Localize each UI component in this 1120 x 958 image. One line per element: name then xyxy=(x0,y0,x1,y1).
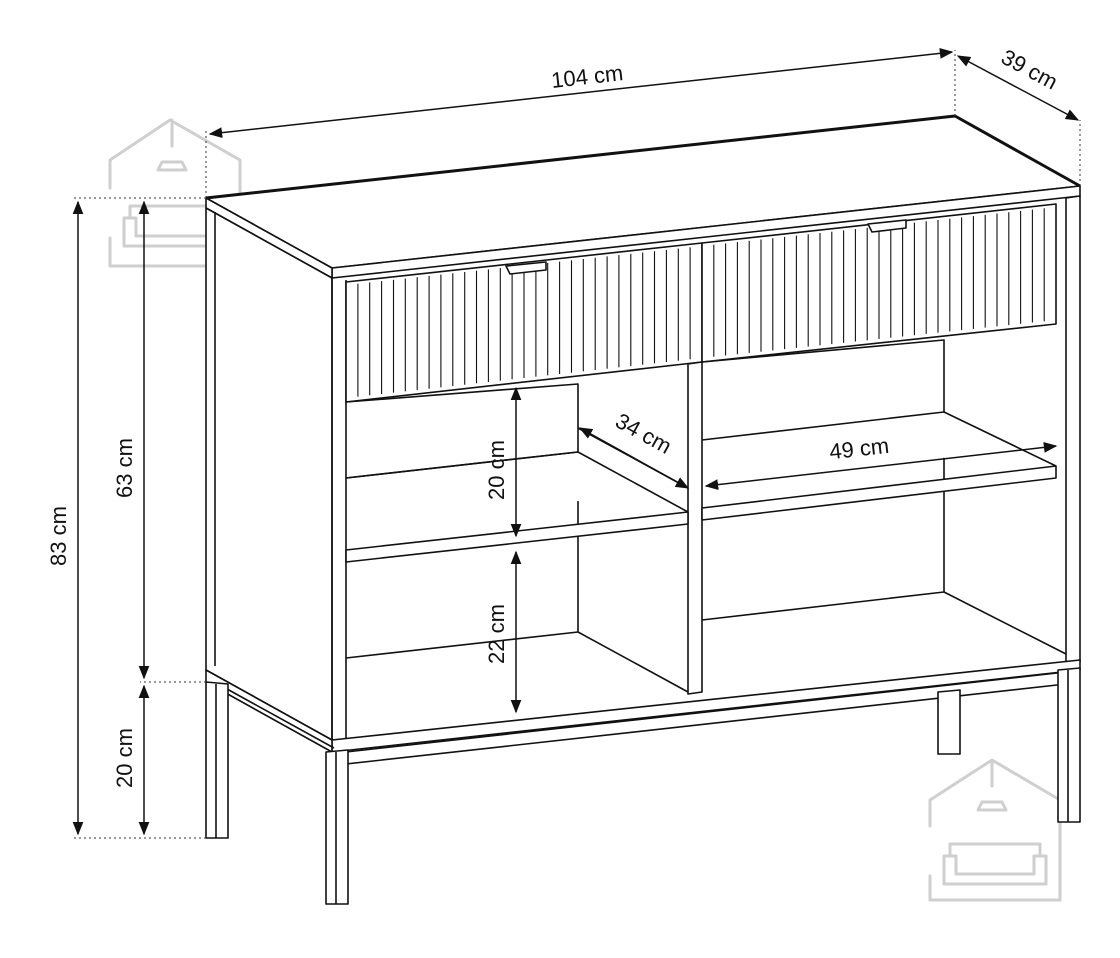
extension-lines xyxy=(74,50,1081,839)
right-side-panel xyxy=(1065,195,1081,665)
leg-back-left xyxy=(205,681,229,839)
lower-shelf-label: 22 cm xyxy=(484,604,509,664)
shelf-width-dim-line xyxy=(704,442,1058,490)
shelf-width-label: 49 cm xyxy=(828,433,890,464)
drawer-right-ribs xyxy=(713,208,1045,357)
handle-left xyxy=(505,261,547,275)
left-side-panel xyxy=(205,207,333,741)
center-divider xyxy=(687,361,703,695)
width-label: 104 cm xyxy=(550,60,624,93)
depth-dim-line xyxy=(956,55,1080,121)
leg-front-right xyxy=(1057,667,1081,823)
upper-shelf-label: 20 cm xyxy=(484,440,509,500)
total-height-label: 83 cm xyxy=(46,506,71,566)
width-dim-line xyxy=(208,47,954,139)
shelf-depth-dim-line xyxy=(578,427,690,489)
house-sofa-logo-icon xyxy=(928,758,1062,902)
handle-right xyxy=(867,219,907,233)
leg-front-left xyxy=(325,749,349,905)
leg-back-right xyxy=(937,689,961,755)
base-front xyxy=(331,659,1081,753)
shelf-left xyxy=(345,451,689,563)
body-height-label: 63 cm xyxy=(112,438,137,498)
leg-height-label: 20 cm xyxy=(112,728,137,788)
depth-label: 39 cm xyxy=(997,44,1062,94)
sideboard xyxy=(205,114,1081,905)
dimension-lines xyxy=(72,47,1080,836)
drawer-left-ribs xyxy=(357,247,691,397)
